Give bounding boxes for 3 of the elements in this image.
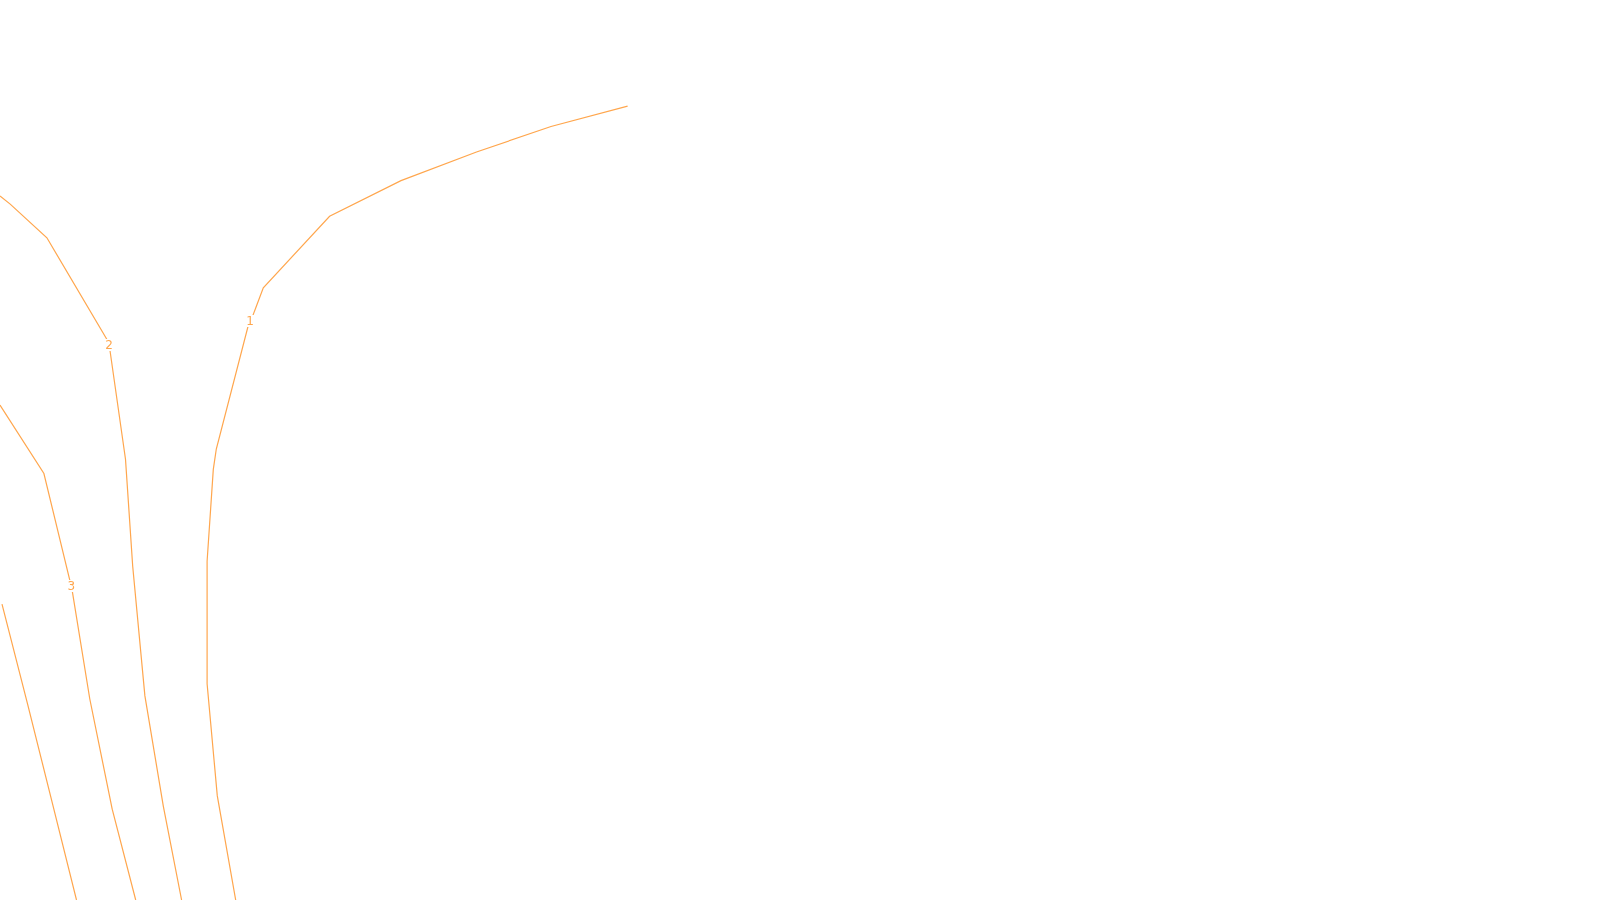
contour-value-label: 1: [245, 315, 255, 328]
contour-value-label: 2: [104, 338, 114, 351]
contour-value-label: 3: [66, 579, 77, 592]
